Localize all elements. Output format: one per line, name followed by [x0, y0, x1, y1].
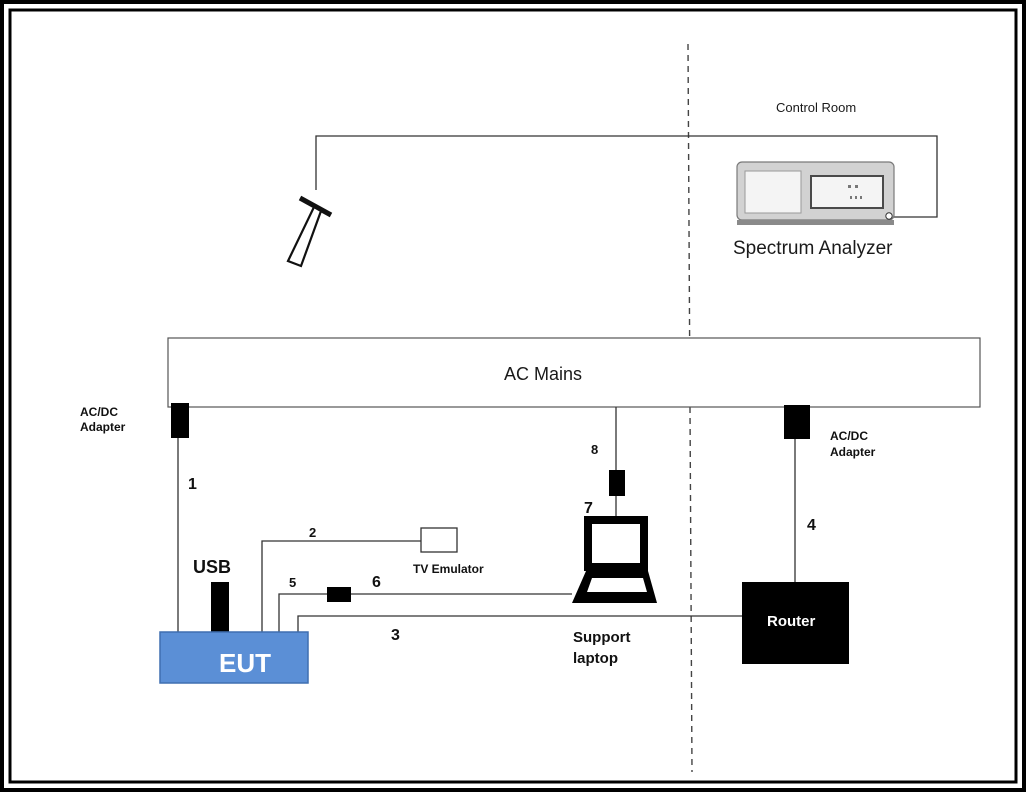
support-laptop-label-line1: Support	[573, 629, 631, 646]
adapter-right-label-line1: AC/DC	[830, 429, 868, 443]
cable-5-label: 5	[289, 575, 296, 590]
eut-box	[159, 631, 309, 684]
adapter-right-label-line2: Adapter	[830, 445, 876, 459]
router-box	[742, 582, 849, 664]
tv-emulator-label: TV Emulator	[413, 562, 484, 576]
cable-4-label: 4	[807, 517, 816, 534]
cable-2	[261, 540, 421, 632]
laptop-icon	[572, 516, 657, 603]
cable-2-label: 2	[309, 525, 316, 540]
ac-mains-bar	[167, 337, 981, 408]
usb-stick	[211, 582, 229, 632]
tv-emulator-box	[420, 527, 458, 553]
laptop-adapter	[609, 470, 625, 496]
spectrum-analyzer-label: Spectrum Analyzer	[733, 238, 893, 259]
adapter-left-label-line2: Adapter	[80, 420, 126, 434]
support-laptop-label-line2: laptop	[573, 650, 618, 667]
cable-6-label: 6	[372, 574, 381, 591]
adapter-left-label-line1: AC/DC	[80, 405, 118, 419]
ferrite-core	[327, 587, 351, 602]
adapter-right	[784, 405, 810, 439]
control-room-label: Control Room	[776, 100, 856, 115]
ac-mains-label: AC Mains	[504, 364, 582, 384]
router-label: Router	[767, 613, 815, 630]
cable-7-label: 7	[584, 500, 593, 517]
cable-3-label: 3	[391, 627, 400, 644]
spectrum-analyzer-icon	[736, 161, 895, 225]
room-divider	[687, 43, 693, 773]
adapter-left	[171, 403, 189, 438]
cable-5-6	[278, 593, 572, 632]
usb-label: USB	[193, 557, 231, 577]
inner-frame	[8, 8, 1018, 784]
horn-antenna-icon	[286, 195, 333, 268]
eut-label: EUT	[219, 648, 271, 678]
cable-3	[297, 615, 742, 632]
antenna-cable	[315, 135, 938, 218]
cable-8-label: 8	[591, 442, 598, 457]
cable-1-label: 1	[188, 476, 197, 493]
